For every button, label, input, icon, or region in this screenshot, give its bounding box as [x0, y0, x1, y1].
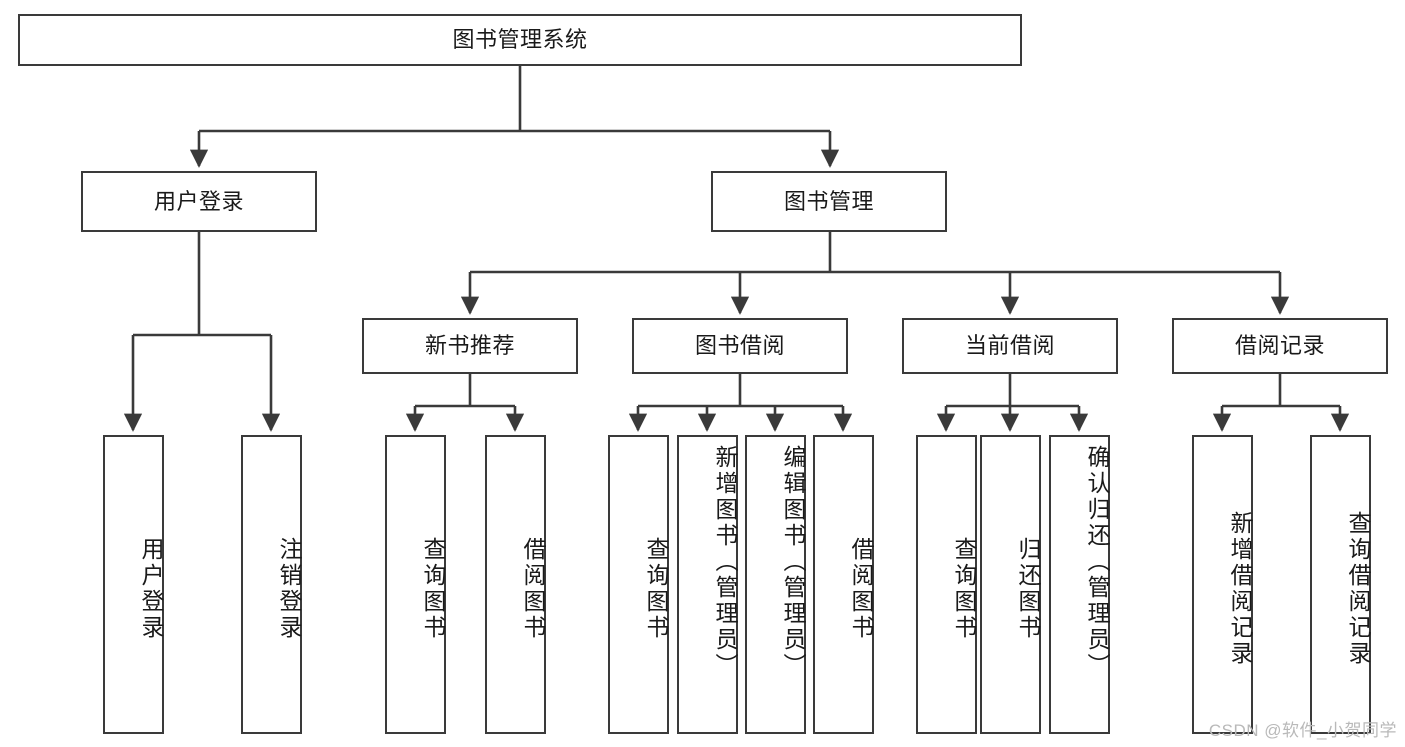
node-current-borrowing-label: 当前借阅: [964, 333, 1055, 359]
node-book-management-label: 图书管理: [783, 188, 874, 214]
node-root[interactable]: 图书管理系统: [18, 14, 1022, 66]
node-new-book-recommendation-label: 新书推荐: [424, 333, 515, 359]
leaf-query-borrow-record[interactable]: 查询借阅记录: [1310, 435, 1371, 734]
leaf-user-login-label: 用户登录: [138, 536, 164, 641]
leaf-logout-label: 注销登录: [276, 536, 302, 641]
leaf-query-book-current[interactable]: 查询图书: [916, 435, 977, 734]
leaf-query-book-borrow-label: 查询图书: [643, 536, 669, 641]
node-root-label: 图书管理系统: [452, 27, 588, 53]
node-book-borrowing-label: 图书借阅: [694, 333, 785, 359]
node-user-login-label: 用户登录: [153, 188, 244, 214]
node-user-login[interactable]: 用户登录: [81, 171, 317, 232]
leaf-borrow-book-new-label: 借阅图书: [520, 536, 546, 641]
node-current-borrowing[interactable]: 当前借阅: [902, 318, 1118, 374]
leaf-add-borrow-record-label: 新增借阅记录: [1227, 510, 1253, 667]
leaf-add-book-admin[interactable]: 新增图书（管理员）: [677, 435, 738, 734]
leaf-query-borrow-record-label: 查询借阅记录: [1345, 510, 1371, 667]
leaf-borrow-book[interactable]: 借阅图书: [813, 435, 874, 734]
leaf-edit-book-admin-label: 编辑图书（管理员）: [780, 445, 806, 679]
leaf-borrow-book-new[interactable]: 借阅图书: [485, 435, 546, 734]
leaf-confirm-return-admin-label: 确认归还（管理员）: [1084, 445, 1110, 679]
leaf-query-book-new-label: 查询图书: [420, 536, 446, 641]
leaf-query-book-current-label: 查询图书: [951, 536, 977, 641]
leaf-add-borrow-record[interactable]: 新增借阅记录: [1192, 435, 1253, 734]
leaf-user-login[interactable]: 用户登录: [103, 435, 164, 734]
node-book-borrowing[interactable]: 图书借阅: [632, 318, 848, 374]
leaf-borrow-book-label: 借阅图书: [848, 536, 874, 641]
leaf-return-book[interactable]: 归还图书: [980, 435, 1041, 734]
leaf-logout[interactable]: 注销登录: [241, 435, 302, 734]
leaf-query-book-new[interactable]: 查询图书: [385, 435, 446, 734]
leaf-edit-book-admin[interactable]: 编辑图书（管理员）: [745, 435, 806, 734]
node-borrow-record-label: 借阅记录: [1234, 333, 1325, 359]
leaf-query-book-borrow[interactable]: 查询图书: [608, 435, 669, 734]
watermark-text: CSDN @软件_小贺同学: [1208, 721, 1397, 740]
leaf-add-book-admin-label: 新增图书（管理员）: [712, 445, 738, 679]
leaf-confirm-return-admin[interactable]: 确认归还（管理员）: [1049, 435, 1110, 734]
node-borrow-record[interactable]: 借阅记录: [1172, 318, 1388, 374]
node-new-book-recommendation[interactable]: 新书推荐: [362, 318, 578, 374]
node-book-management[interactable]: 图书管理: [711, 171, 947, 232]
leaf-return-book-label: 归还图书: [1015, 536, 1041, 641]
